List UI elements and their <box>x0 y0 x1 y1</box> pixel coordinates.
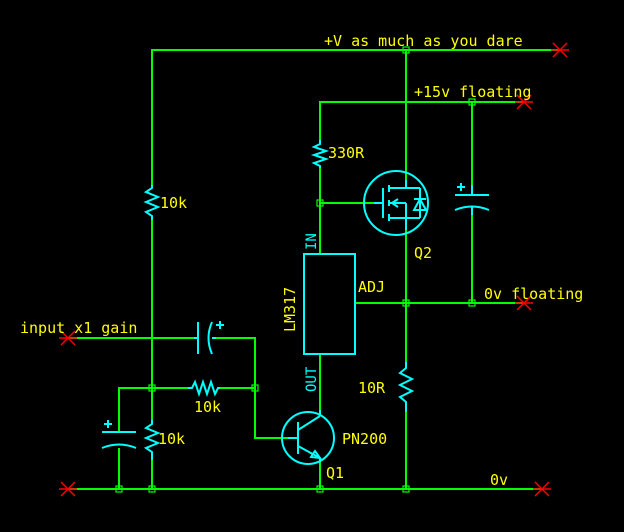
label-mosfet: Q2 <box>414 244 432 262</box>
resistor-10k-series <box>188 378 220 398</box>
junctions <box>115 46 476 493</box>
resistor-330r <box>310 140 330 168</box>
label-reg-adj: ADJ <box>358 278 385 296</box>
mosfet-q2-symbol <box>363 170 429 236</box>
label-r-series: 10k <box>194 398 221 416</box>
label-reg-in: IN <box>304 233 320 250</box>
label-r-10r: 10R <box>358 379 386 397</box>
capacitor-bias <box>101 420 137 449</box>
terminal-v15 <box>515 94 533 110</box>
transistor-q1-symbol <box>281 410 335 465</box>
net-label-vplus: +V as much as you dare <box>324 32 523 50</box>
label-transistor-type: PN200 <box>342 430 387 448</box>
terminal-input <box>59 330 77 346</box>
resistor-10r <box>397 362 415 412</box>
label-transistor: Q1 <box>326 464 344 482</box>
label-reg-out: OUT <box>304 366 320 392</box>
label-r-330: 330R <box>328 144 365 162</box>
label-regulator: LM317 <box>281 287 299 332</box>
net-label-v15: +15v floating <box>414 83 531 101</box>
terminal-ground-left <box>59 481 77 497</box>
wires <box>68 49 560 490</box>
capacitor-input <box>194 321 224 355</box>
capacitor-floating <box>454 183 490 215</box>
label-r-bottom: 10k <box>158 430 185 448</box>
terminal-zero-floating <box>515 295 533 311</box>
label-r-top: 10k <box>160 194 187 212</box>
regulator-body <box>303 253 356 355</box>
net-label-input: input x1 gain <box>20 319 137 337</box>
terminal-ground-right <box>533 481 551 497</box>
net-label-ground: 0v <box>490 471 508 489</box>
net-label-zero-floating: 0v floating <box>484 285 583 303</box>
resistor-10k-bottom <box>143 420 161 460</box>
terminal-vplus <box>551 42 569 58</box>
resistor-10k-top <box>143 185 161 220</box>
